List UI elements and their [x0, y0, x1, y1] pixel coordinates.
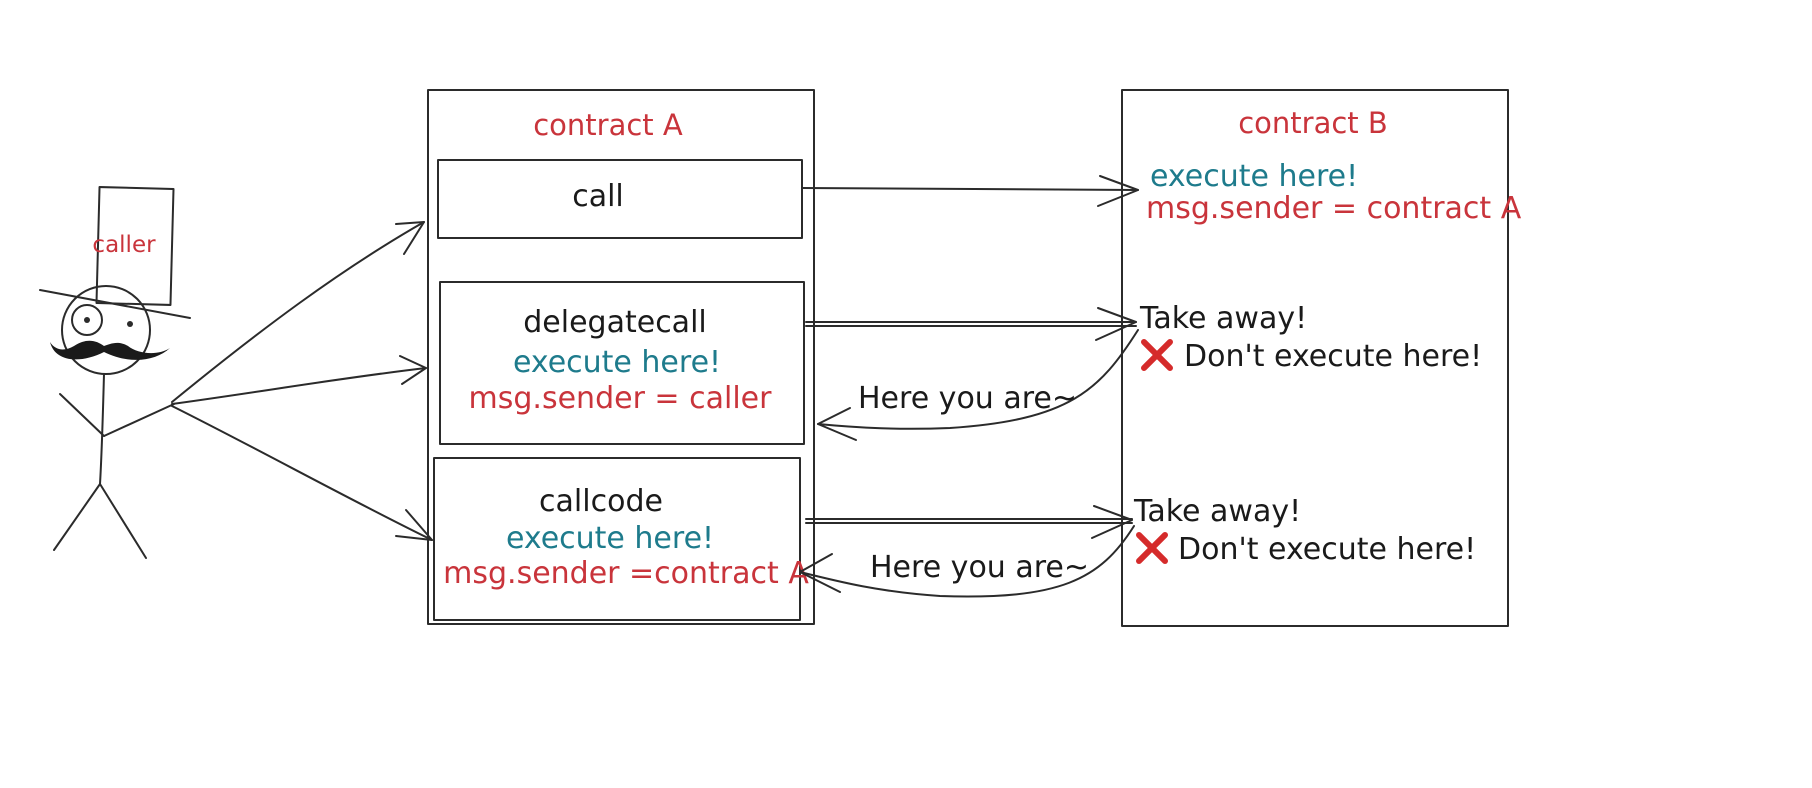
callcode-dont-execute: Don't execute here!: [1178, 532, 1476, 567]
moustache-icon: [50, 340, 170, 360]
arrow-return-callcode: [799, 525, 1135, 598]
eye: [127, 321, 133, 327]
caller-label: caller: [92, 232, 156, 258]
callcode-sender: msg.sender =contract A: [443, 556, 809, 591]
hat-brim: [39, 289, 191, 319]
right-arm: [103, 403, 175, 437]
arrow-caller-to-call: [171, 221, 425, 403]
contract-arrows: Here you are~ Here you are~: [799, 175, 1139, 598]
monocle-icon: [71, 304, 103, 336]
call-result-sender: msg.sender = contract A: [1146, 191, 1522, 226]
return-label-delegatecall: Here you are~: [858, 381, 1077, 416]
return-label-callcode: Here you are~: [870, 550, 1089, 585]
right-leg: [99, 483, 147, 559]
callcode-label: callcode: [539, 484, 663, 519]
delegatecall-sender: msg.sender = caller: [469, 381, 773, 416]
torso: [99, 373, 105, 485]
arrow-caller-to-delegatecall: [171, 367, 427, 405]
contract-a-box: [427, 89, 815, 625]
contract-b-box: [1121, 89, 1509, 627]
callcode-box: [433, 457, 801, 621]
delegatecall-box: [439, 281, 805, 445]
arrow-return-delegatecall: [817, 329, 1139, 430]
call-label: call: [572, 179, 624, 214]
caller-arrows: [171, 221, 433, 541]
hat-crown: [95, 186, 175, 306]
call-box: [437, 159, 803, 239]
left-leg: [53, 483, 101, 551]
delegatecall-label: delegatecall: [523, 305, 707, 340]
left-arm: [59, 393, 105, 437]
head: [61, 285, 151, 375]
delegatecall-dont-execute: Don't execute here!: [1184, 339, 1482, 374]
delegatecall-execute: execute here!: [513, 345, 721, 380]
callcode-take-away: Take away!: [1133, 494, 1301, 529]
cross-icon: [1136, 532, 1168, 564]
contract-a: contract A call delegatecall execute her…: [427, 89, 815, 625]
caller-figure: caller: [39, 186, 191, 559]
contract-b: contract B execute here! msg.sender = co…: [1121, 89, 1522, 627]
cross-icon: [1141, 339, 1173, 371]
callcode-execute: execute here!: [506, 521, 714, 556]
delegatecall-take-away: Take away!: [1139, 301, 1307, 336]
arrow-call-to-b: [801, 187, 1139, 191]
contract-a-title: contract A: [533, 108, 683, 142]
call-result-execute: execute here!: [1150, 159, 1358, 194]
arrow-caller-to-callcode: [171, 405, 433, 541]
contract-b-title: contract B: [1238, 106, 1388, 140]
